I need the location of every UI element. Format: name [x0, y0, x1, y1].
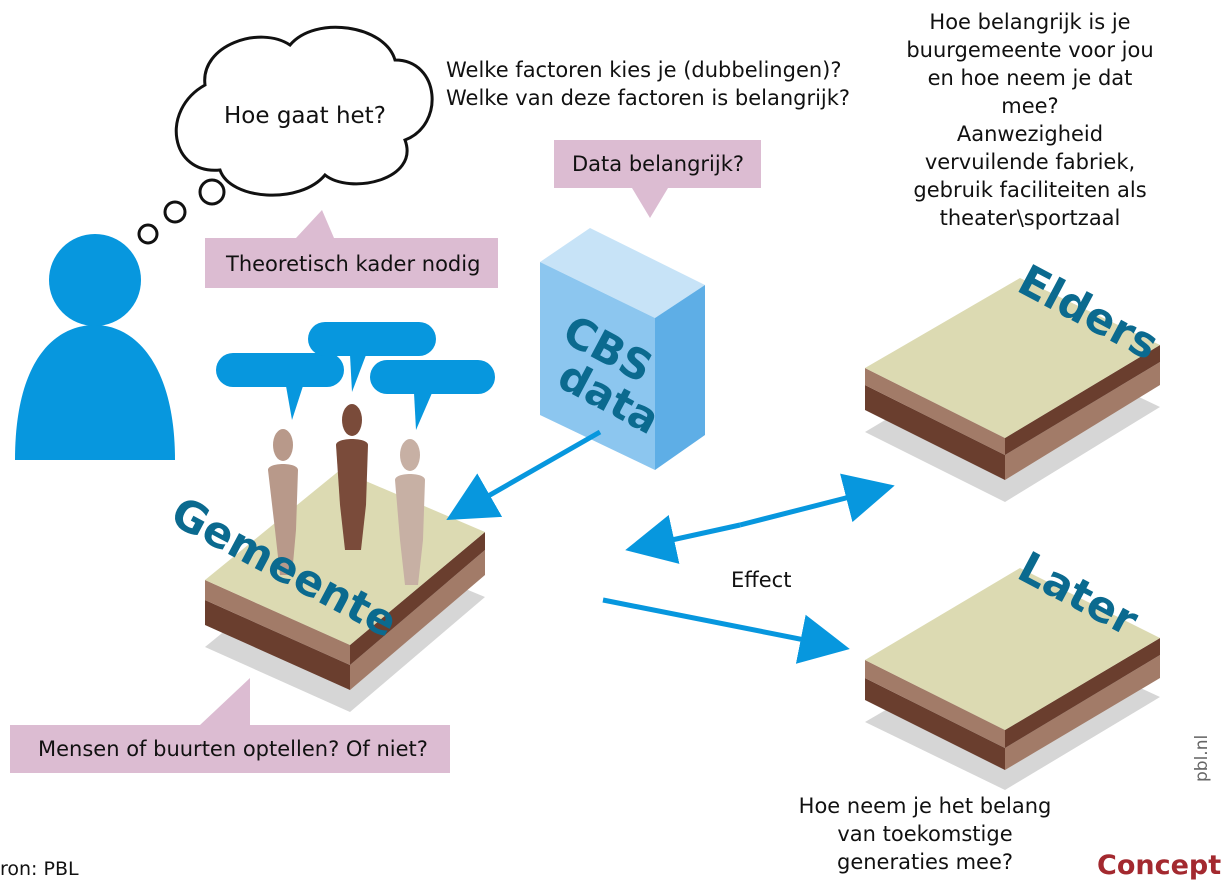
tile-elders [865, 278, 1160, 502]
question-buurgemeente-line-2: buurgemeente voor jou [906, 38, 1154, 62]
arrows [446, 429, 895, 664]
arrow-effect-to-elders [739, 473, 895, 528]
question-buurgemeente-line-3: en hoe neem je dat [927, 66, 1133, 90]
question-buurgemeente-line-5: Aanwezigheid [956, 122, 1104, 146]
thought-bubble [137, 25, 434, 245]
arrow-to-later [602, 597, 850, 664]
question-buurgemeente-line-4: mee? [1001, 94, 1059, 118]
question-buurgemeente-line-1: Hoe belangrijk is je [929, 10, 1131, 34]
arrow-cube-to-gemeente [446, 429, 602, 520]
question-toekomst-line-3: generaties mee? [836, 850, 1014, 874]
tile-later [865, 568, 1160, 790]
footer-source: ron: PBL [0, 858, 79, 880]
thought-bubble-text: Hoe gaat het? [224, 103, 386, 129]
callout-theoretisch-text: Theoretisch kader nodig [226, 252, 481, 276]
arrow-label-effect: Effect [731, 568, 792, 592]
speech-bars [216, 322, 495, 430]
callout-data-text: Data belangrijk? [572, 152, 745, 176]
question-toekomst-line-1: Hoe neem je het belang [798, 794, 1052, 818]
arrow-effect-from-elders [625, 515, 741, 564]
callout-mensen-text: Mensen of buurten optellen? Of niet? [38, 737, 428, 761]
question-buurgemeente-line-7: gebruik faciliteiten als [913, 178, 1147, 202]
question-toekomst-line-2: van toekomstige [837, 822, 1013, 846]
question-factoren-line-1: Welke factoren kies je (dubbelingen)? [446, 58, 842, 82]
question-toekomst: Hoe neem je het belang van toekomstige g… [780, 792, 1070, 876]
callout-mensen [10, 678, 450, 773]
footer-site: pbl.nl [1192, 734, 1212, 782]
question-factoren: Welke factoren kies je (dubbelingen)? We… [446, 56, 876, 112]
question-buurgemeente-line-8: theater\sportzaal [939, 206, 1121, 230]
question-buurgemeente: Hoe belangrijk is je buurgemeente voor j… [880, 8, 1180, 232]
person-icon [15, 234, 175, 460]
callout-data [554, 140, 761, 218]
question-buurgemeente-line-6: vervuilende fabriek, [924, 150, 1136, 174]
cbs-data-cube [540, 228, 705, 470]
footer-brand: Concept [1097, 850, 1222, 881]
question-factoren-line-2: Welke van deze factoren is belangrijk? [446, 86, 851, 110]
callout-theoretisch [205, 210, 498, 288]
people-figures [268, 404, 425, 585]
